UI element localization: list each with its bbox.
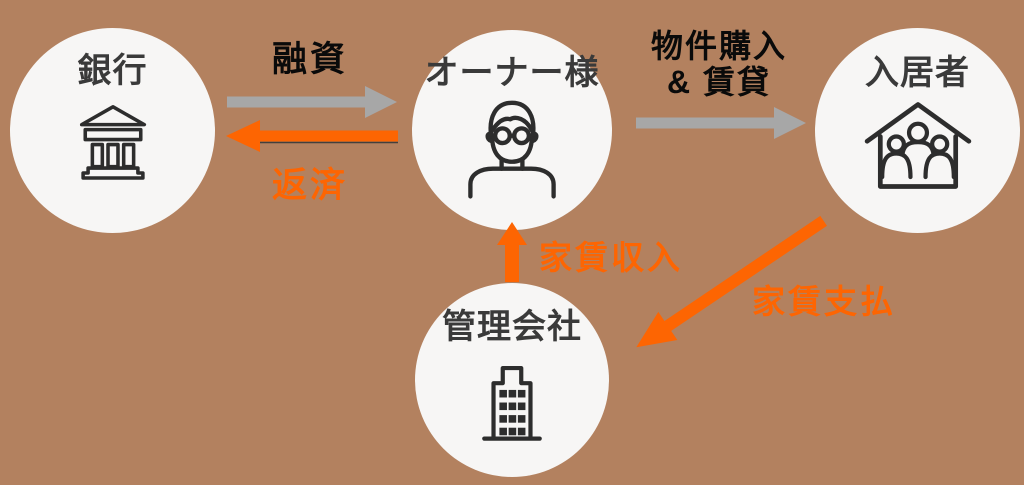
repayment-flow-label: 返済 (271, 166, 348, 205)
purchase-lease-label-line2: & 賃貸 (666, 63, 771, 100)
purchase-lease-arrow (636, 107, 806, 139)
office-building-icon (482, 365, 542, 441)
rent-payment-arrow (636, 215, 828, 348)
financing-arrow (227, 86, 397, 118)
purchase-lease-label-line1: 物件購入 (650, 28, 787, 64)
person-glasses-icon (468, 100, 556, 199)
management-node: 管理会社 (415, 283, 609, 477)
financing-flow-label: 融資 (271, 40, 348, 79)
purchase-lease-flow-label: 物件購入 & 賃貸 (630, 28, 808, 101)
owner-label: オーナー様 (424, 54, 600, 92)
owner-node: オーナー様 (412, 30, 612, 230)
bank-icon (79, 105, 146, 180)
rent-payment-flow-label: 家賃支払 (752, 283, 896, 320)
rent-income-flow-label: 家賃収入 (539, 239, 683, 276)
rent-income-arrow (497, 222, 527, 282)
bank-node: 銀行 (10, 28, 215, 233)
bank-label: 銀行 (77, 52, 148, 90)
tenant-node: 入居者 (815, 28, 1020, 233)
house-family-icon (864, 102, 971, 189)
repayment-arrow (226, 120, 398, 152)
management-label: 管理会社 (442, 308, 582, 346)
tenant-label: 入居者 (865, 54, 970, 92)
